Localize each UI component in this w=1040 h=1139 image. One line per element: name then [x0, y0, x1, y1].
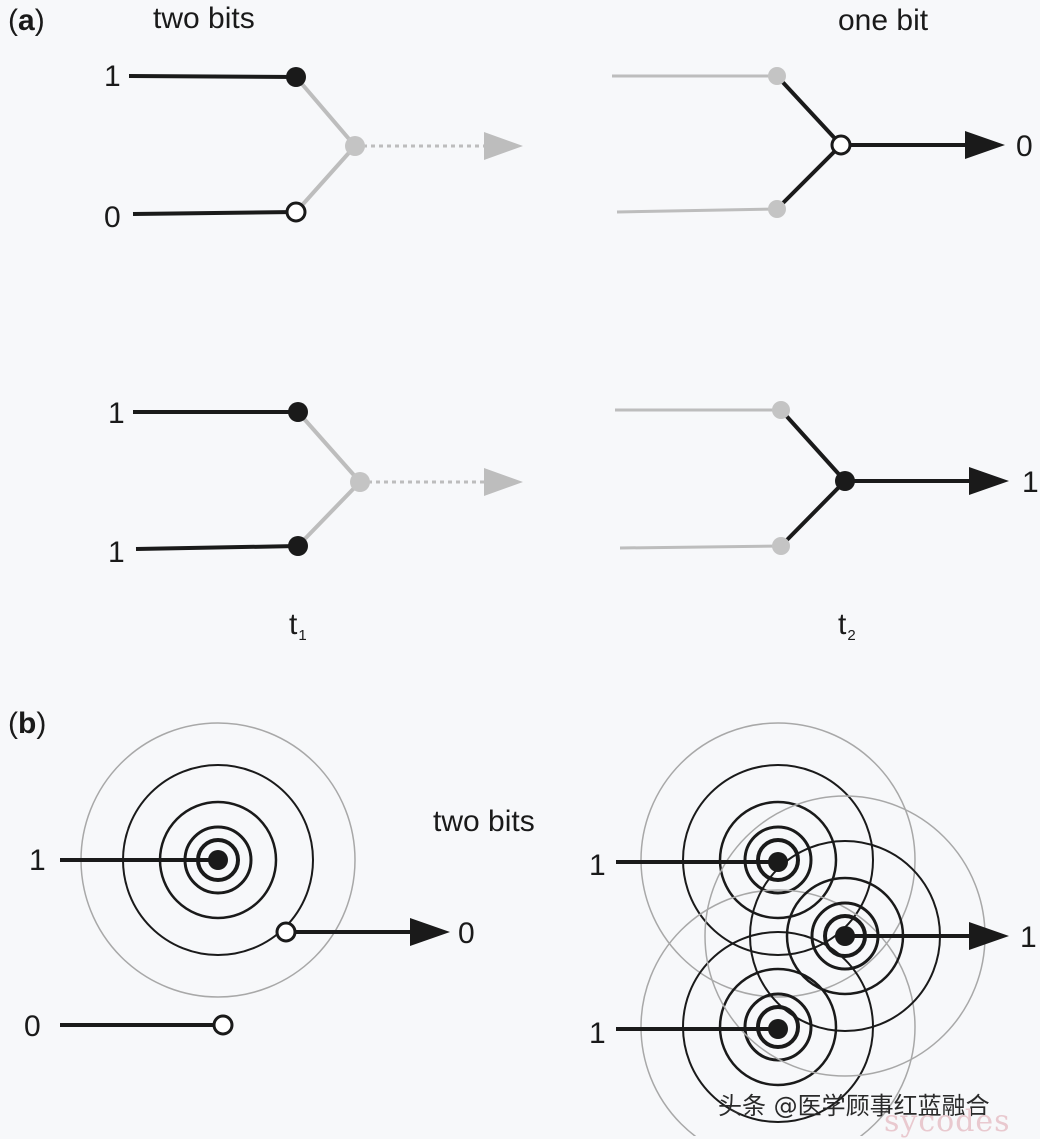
- right-ripple-gate: [616, 852, 1009, 1039]
- time-label-t2: t2: [838, 608, 856, 644]
- row1-input-1-label: 1: [104, 60, 121, 93]
- row2-t1-gate: [133, 402, 523, 556]
- left-ripple-gate: [60, 850, 450, 1036]
- watermark-text: 头条 @医学顾事红蓝融合: [718, 1092, 990, 1120]
- left-output-label: 0: [458, 917, 475, 950]
- right-input-2-label: 1: [589, 1017, 606, 1050]
- panel-a-tag: (a): [8, 4, 45, 37]
- spike-filled-node: [286, 67, 306, 87]
- right-output-label: 1: [1020, 921, 1037, 954]
- right-input-1-label: 1: [589, 849, 606, 882]
- panel-a-left-title: two bits: [153, 2, 255, 35]
- panel-b-tag: (b): [8, 707, 46, 740]
- row2-input-1-label: 1: [108, 397, 125, 430]
- black-arrowhead-icon: [965, 131, 1005, 159]
- row1-input-2-label: 0: [104, 201, 121, 234]
- time-label-t1: t1: [289, 608, 307, 644]
- row1-t2-gate: [612, 67, 1005, 218]
- row2-t2-gate: [615, 401, 1009, 555]
- row2-input-2-label: 1: [108, 536, 125, 569]
- gray-arrowhead-icon: [484, 132, 523, 160]
- panel-b-center-label: two bits: [433, 805, 535, 838]
- spike-empty-node: [285, 201, 307, 223]
- row1-output-label: 0: [1016, 130, 1033, 163]
- row1-t1-gate: [128, 67, 523, 223]
- left-input-2-label: 0: [24, 1010, 41, 1043]
- left-input-1-label: 1: [29, 844, 46, 877]
- junction-node: [345, 136, 365, 156]
- watermark-secondary: sycodes: [884, 1104, 1011, 1139]
- panel-a-right-title: one bit: [838, 4, 929, 37]
- row2-output-label: 1: [1022, 466, 1039, 499]
- output-empty-node: [830, 134, 852, 156]
